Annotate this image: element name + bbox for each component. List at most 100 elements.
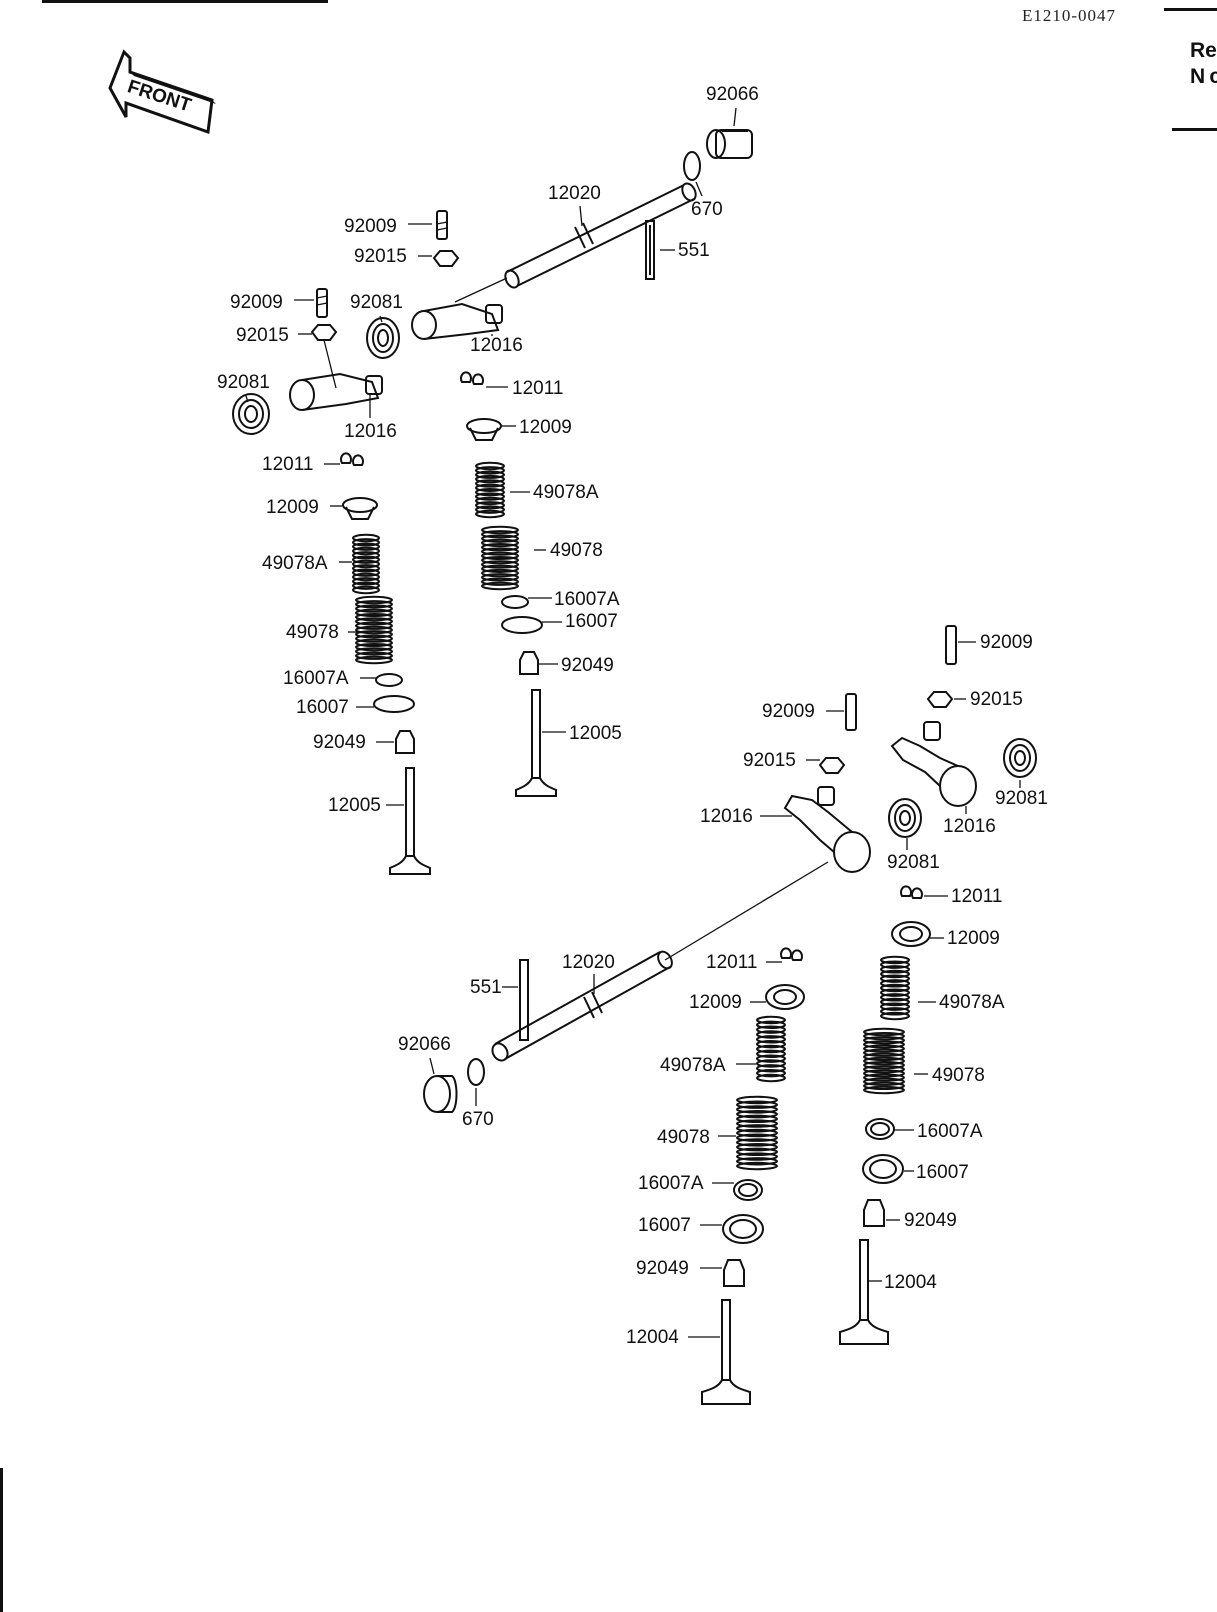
- spring-coil: [756, 1030, 786, 1039]
- lower-outer-spring-b: [736, 1095, 778, 1171]
- label-670-b: 670: [462, 1109, 494, 1130]
- lower-washer-a-16007A: [865, 1118, 895, 1140]
- label-92015-d: 92015: [743, 750, 796, 771]
- spring-coil: [355, 612, 393, 622]
- spring-coil: [736, 1128, 778, 1138]
- label-92049-d: 92049: [636, 1258, 689, 1279]
- spring-coil: [880, 955, 910, 965]
- label-12004-c: 12004: [884, 1272, 937, 1293]
- spring-coil: [475, 461, 505, 471]
- spring-coil: [481, 573, 519, 582]
- label-551-b: 551: [470, 977, 502, 998]
- lower-outer-spring-a: [863, 1027, 905, 1095]
- spring-coil: [880, 988, 910, 997]
- label-670: 670: [691, 199, 723, 220]
- lower-stem-seal-a: [863, 1199, 885, 1227]
- spring-coil: [352, 568, 380, 577]
- spring-coil: [475, 501, 505, 510]
- lower-rocker-arm-a: [783, 786, 871, 873]
- label-12004-d: 12004: [626, 1327, 679, 1348]
- label-12011-d: 12011: [706, 952, 757, 973]
- spring-coil: [481, 568, 519, 578]
- lower-adjust-screw-a: [845, 693, 857, 731]
- spring-coil: [863, 1044, 905, 1053]
- spring-coil: [355, 617, 393, 626]
- upper-adjust-screw-a: [436, 210, 448, 240]
- spring-coil: [355, 621, 393, 630]
- label-49078A-b: 49078A: [262, 553, 328, 574]
- label-12016-b: 12016: [344, 421, 397, 442]
- spring-coil: [355, 655, 393, 665]
- spring-coil: [756, 1068, 786, 1078]
- upper-valve-a-12005: [515, 689, 557, 797]
- spring-coil: [756, 1035, 786, 1044]
- spring-coil: [352, 572, 380, 582]
- lower-locknut-b: [926, 691, 954, 708]
- spring-coil: [352, 533, 380, 543]
- spring-coil: [756, 1044, 786, 1054]
- lower-o-ring-670: [467, 1058, 485, 1086]
- side-note-line-2: N c: [1190, 65, 1217, 88]
- spring-coil: [863, 1036, 905, 1045]
- label-12011-a: 12011: [512, 378, 563, 399]
- lower-rocker-arm-b: [890, 721, 977, 807]
- spring-coil: [352, 577, 380, 586]
- upper-valve-b-12005: [389, 767, 431, 875]
- spring-coil: [475, 492, 505, 501]
- upper-stem-seal-a: [519, 651, 539, 675]
- label-49078A-a: 49078A: [533, 482, 599, 503]
- label-92081-a: 92081: [350, 292, 403, 313]
- spring-coil: [481, 525, 519, 535]
- lower-rocker-spring-a: [888, 798, 922, 838]
- spring-coil: [481, 543, 519, 552]
- spring-coil: [880, 960, 910, 969]
- upper-labels: 92066 12020 670 551 92009 92015 92009 92…: [217, 84, 759, 816]
- spring-coil: [355, 638, 393, 648]
- lower-inner-spring-a: [880, 955, 910, 1021]
- spring-coil: [352, 564, 380, 573]
- spring-coil: [352, 581, 380, 590]
- upper-locknut-a: [432, 250, 460, 267]
- spring-coil: [863, 1081, 905, 1091]
- lower-valve-a-12004: [839, 1239, 889, 1345]
- spring-coil: [481, 560, 519, 569]
- spring-coil: [736, 1100, 778, 1109]
- spring-coil: [475, 470, 505, 479]
- spring-coil: [880, 974, 910, 983]
- label-12005-a: 12005: [569, 723, 622, 744]
- spring-coil: [756, 1073, 786, 1083]
- spring-coil: [352, 555, 380, 564]
- upper-washer-a-16007: [501, 616, 543, 634]
- spring-coil: [880, 993, 910, 1002]
- label-92081-c: 92081: [995, 788, 1048, 809]
- lower-retainer-b: [765, 984, 805, 1010]
- lower-cotter-b: [780, 947, 803, 961]
- spring-coil: [863, 1065, 905, 1074]
- label-92015-b: 92015: [236, 325, 289, 346]
- label-49078-c: 49078: [932, 1065, 985, 1086]
- spring-coil: [475, 505, 505, 514]
- upper-adjust-screw-b: [316, 288, 328, 318]
- upper-outer-spring-a: [481, 525, 519, 591]
- label-16007A-b: 16007A: [283, 668, 349, 689]
- label-49078A-d: 49078A: [660, 1055, 726, 1076]
- spring-coil: [736, 1105, 778, 1114]
- spring-coil: [880, 1002, 910, 1011]
- spring-coil: [355, 604, 393, 613]
- label-92009-d: 92009: [762, 701, 815, 722]
- spring-coil: [475, 483, 505, 493]
- side-note-line-1: Re: [1190, 39, 1217, 62]
- spring-coil: [352, 585, 380, 595]
- spring-coil: [475, 479, 505, 488]
- upper-locknut-b: [310, 324, 338, 341]
- spring-coil: [863, 1040, 905, 1049]
- label-92009-a: 92009: [344, 216, 397, 237]
- label-551: 551: [678, 240, 710, 261]
- upper-pin-551: [645, 220, 655, 280]
- spring-coil: [352, 559, 380, 569]
- upper-rocker-shaft: [454, 182, 697, 303]
- upper-plug-92066: [706, 129, 753, 159]
- lower-washer-b-16007A: [733, 1179, 763, 1201]
- upper-washer-b-16007: [373, 695, 415, 713]
